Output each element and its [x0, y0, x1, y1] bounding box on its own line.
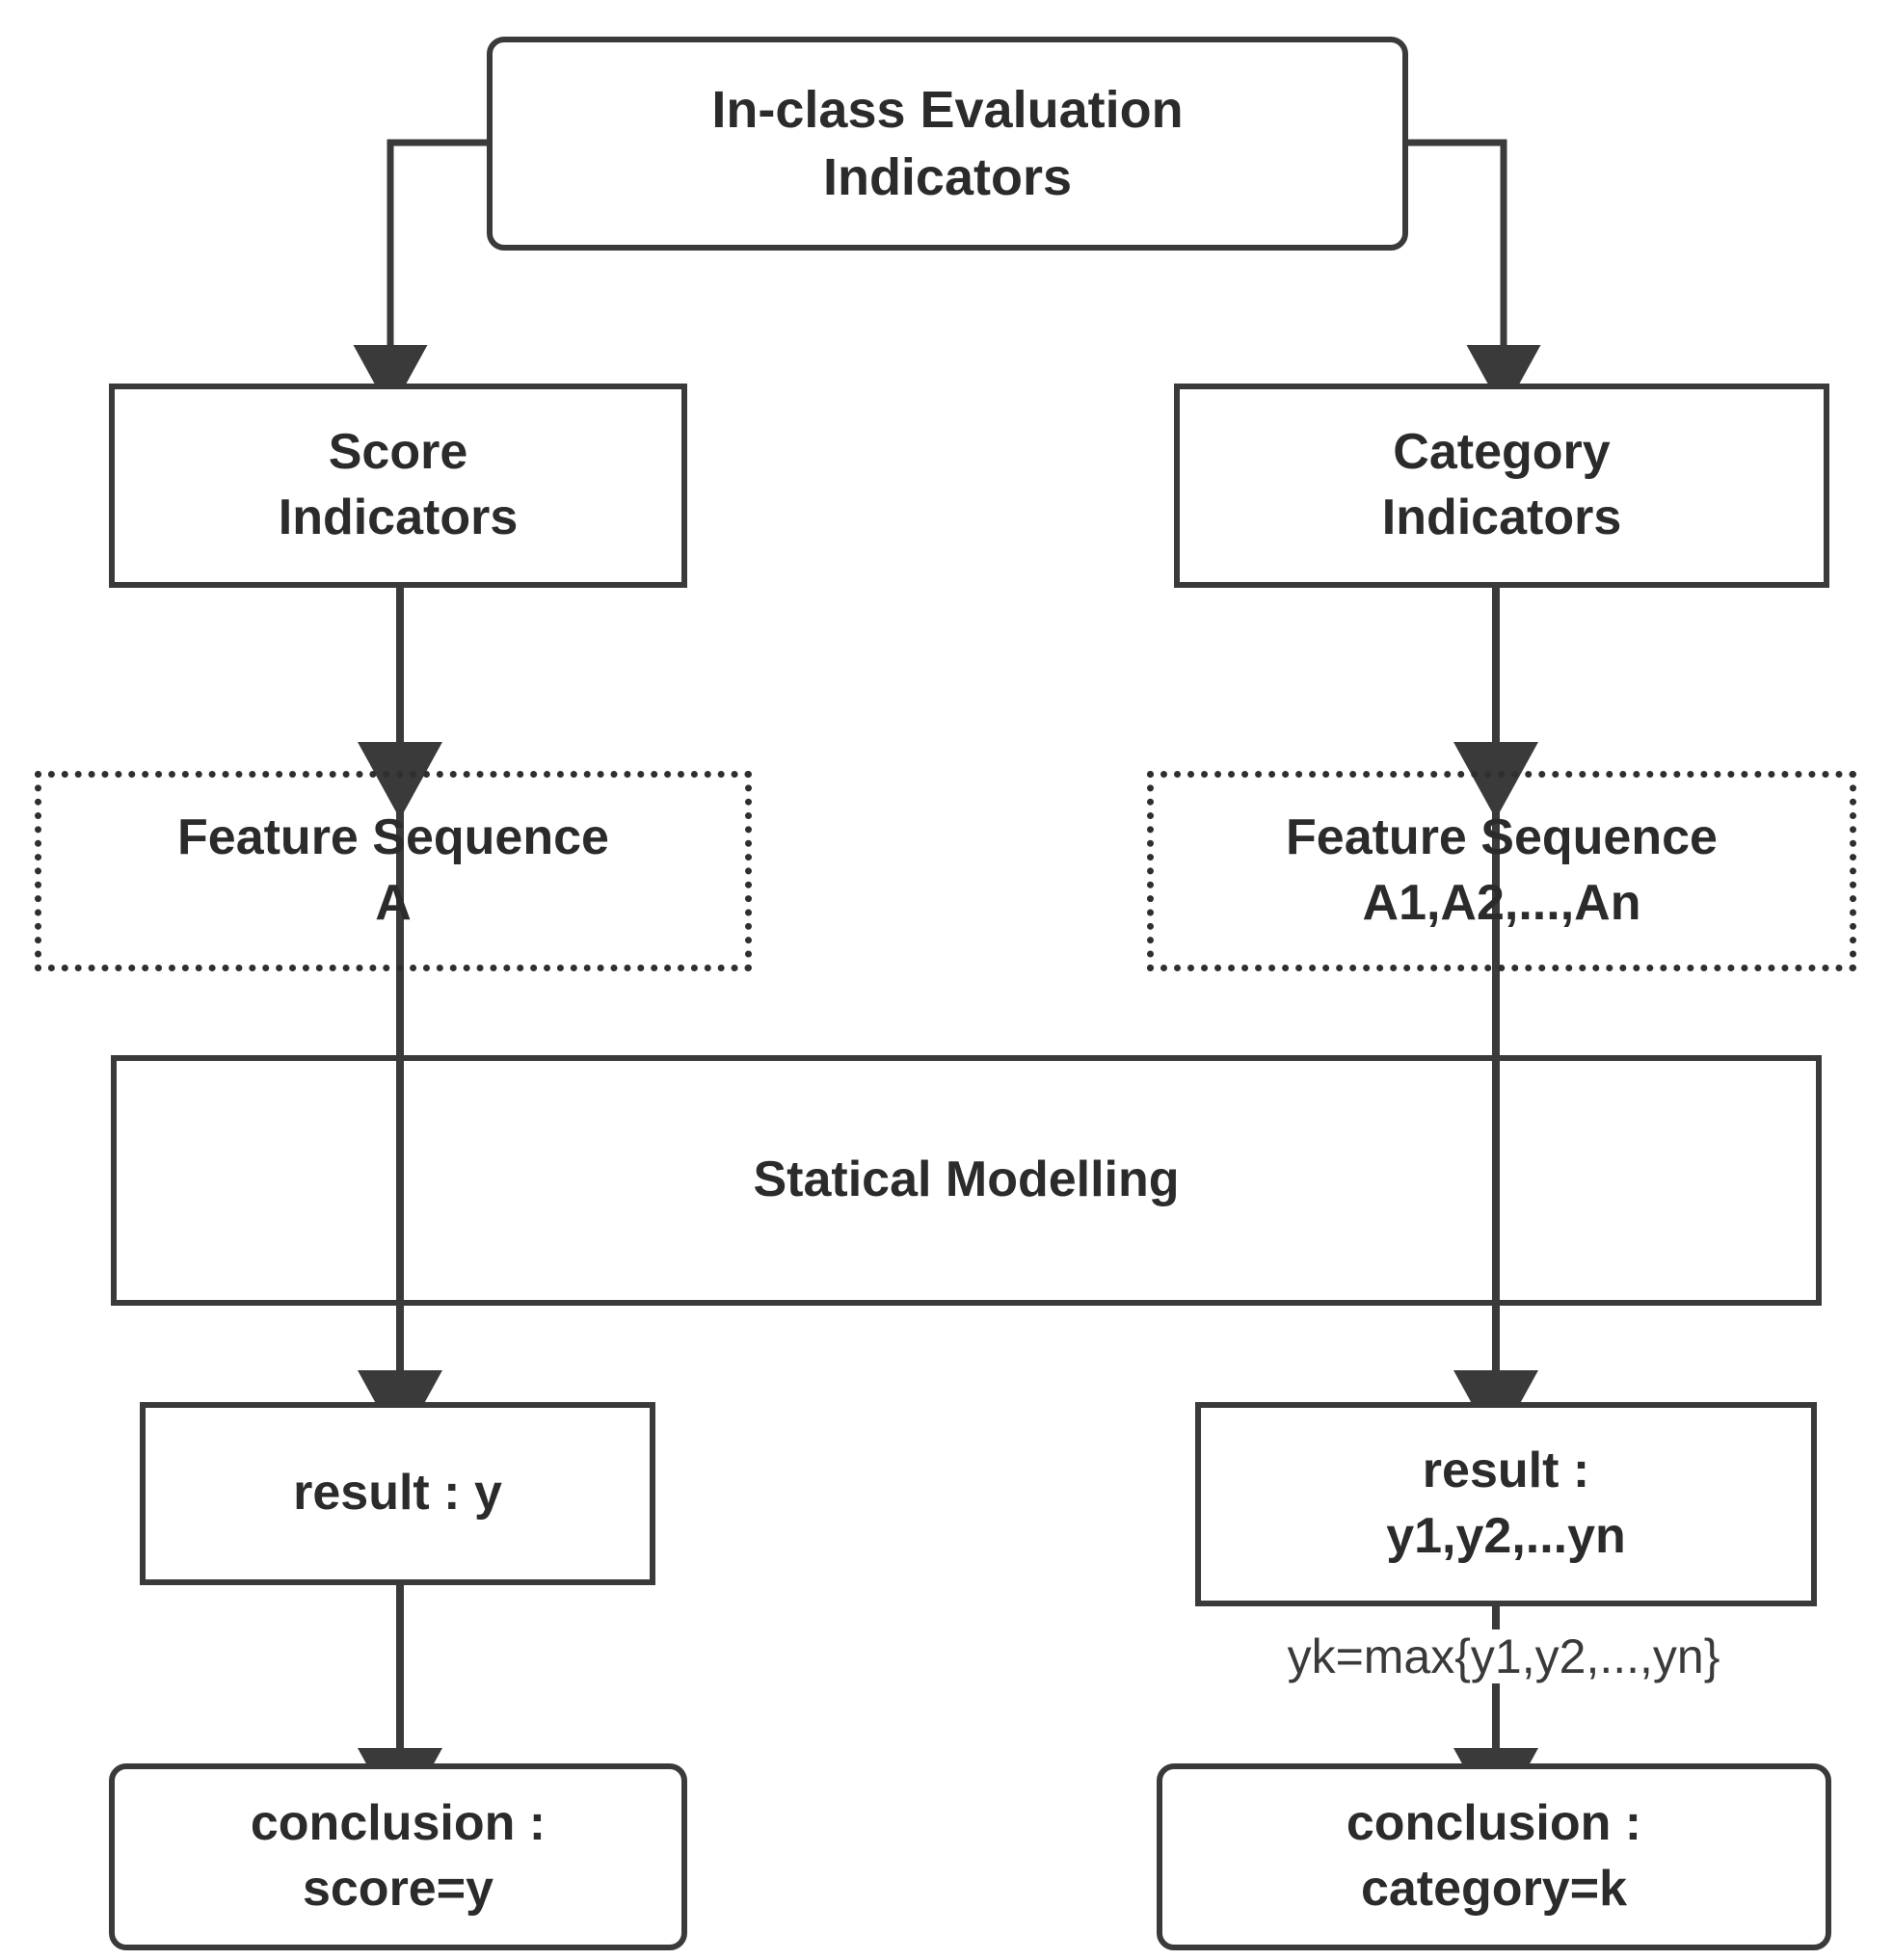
node-label: Statical Modelling: [735, 1148, 1197, 1213]
node-score-indicators[interactable]: Score Indicators: [109, 384, 687, 588]
node-label: Score Indicators: [278, 424, 519, 545]
node-result-y1-yn[interactable]: result : y1,y2,...yn: [1195, 1402, 1817, 1606]
node-label: conclusion : category=k: [1346, 1795, 1642, 1917]
node-statical-modelling[interactable]: Statical Modelling: [111, 1055, 1822, 1306]
edge-root-to-category: [1407, 139, 1541, 412]
node-category-indicators[interactable]: Category Indicators: [1174, 384, 1829, 588]
node-in-class-evaluation-indicators[interactable]: In-class Evaluation Indicators: [487, 37, 1408, 251]
node-label: Category Indicators: [1381, 424, 1622, 545]
node-label: In-class Evaluation Indicators: [711, 80, 1184, 206]
node-label: result : y1,y2,...yn: [1373, 1439, 1640, 1570]
node-feature-sequence-a1-an[interactable]: Feature Sequence A1,A2,...,An: [1147, 771, 1856, 971]
node-result-y[interactable]: result : y: [140, 1402, 655, 1585]
node-label: conclusion : score=y: [250, 1795, 547, 1917]
node-conclusion-score[interactable]: conclusion : score=y: [109, 1763, 687, 1950]
node-label: Feature Sequence A1,A2,...,An: [1286, 809, 1718, 931]
node-label: result : y: [280, 1461, 516, 1526]
edge-root-to-score: [353, 139, 487, 412]
max-formula-text: yk=max{y1,y2,...,yn}: [1279, 1629, 1728, 1683]
node-label: Feature Sequence A: [177, 809, 609, 931]
node-feature-sequence-a[interactable]: Feature Sequence A: [35, 771, 752, 971]
edge-label-max-formula: yk=max{y1,y2,...,yn}: [1137, 1629, 1870, 1684]
node-conclusion-category[interactable]: conclusion : category=k: [1157, 1763, 1831, 1950]
